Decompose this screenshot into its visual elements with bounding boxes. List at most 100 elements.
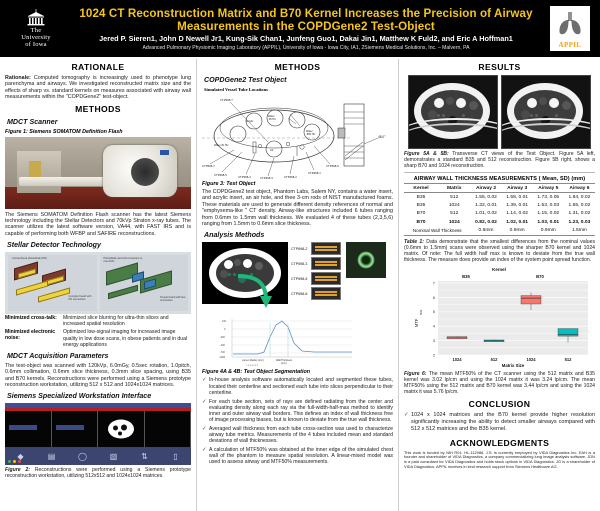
profile-xlabel: Lumen Radius (mm) xyxy=(242,359,264,362)
xtick-2: 512 xyxy=(491,357,499,362)
section-heading-methods-left: METHODS xyxy=(75,103,121,114)
tube-row: CTP698-2 xyxy=(291,242,343,256)
svg-text:-35 HU: -35 HU xyxy=(268,118,276,121)
tube-row: CTP698-6 xyxy=(291,287,343,301)
tube-label: CTP698-2 xyxy=(291,246,308,251)
analysis-bullet-4: A calculation of MTF50% was obtained at … xyxy=(209,446,393,466)
cell-nominal-airway-3: 0.9mm xyxy=(509,227,525,233)
cell-nominal-airway-5: 0.9mm xyxy=(540,227,556,233)
airway-wall-thickness-table: Kernel Matrix Airway 2 Airway 3 Airway 5… xyxy=(404,183,595,236)
column-right: RESULTS xyxy=(399,59,600,511)
workstation-icon-layers: ▤ xyxy=(47,451,56,461)
th-airway-3: Airway 3 xyxy=(507,185,528,191)
conclusion-list: ✓1024 x 1024 matrices and the B70 kernel… xyxy=(404,412,595,432)
cell-airway-5: 1.53, 0.03 xyxy=(537,203,560,209)
figure-4b-density-profile: 100 0 -200 -400 -700 -1000 Lumen Radius … xyxy=(202,315,393,368)
list-item: ✓For each tube section, sets of rays are… xyxy=(202,399,393,424)
stellar-bullet-crosstalk: Minimized cross-talk: Minimized slice bl… xyxy=(5,315,191,327)
box-b70-1024 xyxy=(520,292,542,311)
segmentation-zoom-inset xyxy=(346,242,386,279)
cell-kernel: B35 xyxy=(416,195,426,201)
th-matrix: Matrix xyxy=(447,185,462,191)
svg-text:Air: Air xyxy=(270,148,273,152)
divider xyxy=(404,172,595,174)
cell-matrix: 512 xyxy=(450,211,459,217)
analysis-bullet-1: In-house analysis software automatically… xyxy=(209,377,393,396)
analysis-bullet-list: ✓In-house analysis software automaticall… xyxy=(202,377,393,465)
svg-text:CTP698-5: CTP698-5 xyxy=(214,173,227,177)
svg-text:CTP698-4: CTP698-4 xyxy=(238,175,251,179)
cell-airway-2: 1.32, 0.01 xyxy=(475,203,497,209)
ytick-3: 3 xyxy=(433,338,436,343)
svg-text:Acrylic: Acrylic xyxy=(246,120,254,123)
tube-label: CTP698-6 xyxy=(291,291,308,296)
acknowledgments-text: This work is funded by NIH R01: HL-11298… xyxy=(404,449,595,469)
page-title: 1024 CT Reconstruction Matrix and B70 Ke… xyxy=(79,7,533,34)
cell-airway-3: 1.14, 0.02 xyxy=(506,211,529,217)
workstation-icon-arrows: ⇅ xyxy=(141,451,148,461)
svg-text:Water 20 HU: Water 20 HU xyxy=(214,144,229,147)
figure-2-lead: Figure 2: xyxy=(5,467,30,474)
table-row: B70 512 1.01, 0.02 1.14, 0.02 1.15, 0.02… xyxy=(404,210,595,218)
workstation-icon-circle: ◯ xyxy=(78,451,87,461)
figure-3-body: The COPDGene2 test object, Phantom Labs,… xyxy=(202,189,393,228)
workstation-icon-page: ▧ xyxy=(109,451,118,461)
stellar-note-simple-board: Simple board with few connectors xyxy=(160,296,186,303)
svg-text:-1000: -1000 xyxy=(219,356,226,359)
figure-6-lead: Figure 6: xyxy=(404,370,427,377)
subheading-workstation-interface: Siemens Specialized Workstation Interfac… xyxy=(7,392,152,401)
appil-logo-text: APPIL xyxy=(558,41,582,49)
th-kernel: Kernel xyxy=(413,185,429,191)
list-item: ✓1024 x 1024 matrices and the B70 kernel… xyxy=(404,412,595,432)
ytick-2: 2 xyxy=(433,352,436,357)
ytick-5: 5 xyxy=(433,309,436,314)
section-heading-conclusion: CONCLUSION xyxy=(468,399,531,410)
subheading-acquisition-parameters: MDCT Acquisition Parameters xyxy=(7,351,109,360)
cell-airway-3: 1.39, 0.01 xyxy=(506,203,529,209)
ytick-6: 6 xyxy=(433,295,436,300)
cell-airway-5: 1.03, 0.01 xyxy=(537,219,560,225)
column-middle: METHODS COPDGene2 Test Object Simulated … xyxy=(196,59,399,511)
list-item: ✓Averaged wall thickness from each tube … xyxy=(202,426,393,445)
segmentation-arrow-icon xyxy=(237,274,272,309)
svg-text:100: 100 xyxy=(222,320,227,323)
figure-2-workstation-screenshot: ◆ ▤ ◯ ▧ ⇅ ▯ xyxy=(5,403,191,466)
figure-1-label: Figure 1: Siemens SOMATOM Definition Fla… xyxy=(5,128,123,135)
column-left: RATIONALE Rationale: Computed tomography… xyxy=(0,59,196,511)
figure-4a-segmentation: CTP698-2 CTP698-3 CTP698-5 CTP698-6 xyxy=(202,242,393,315)
xtick-1: 1024 xyxy=(452,357,462,362)
svg-text:0: 0 xyxy=(224,328,226,331)
rationale-body: Computed tomography is increasingly used… xyxy=(5,75,191,101)
ytick-4: 4 xyxy=(433,324,436,329)
chart-group-b35: B35 xyxy=(462,274,470,279)
check-icon: ✓ xyxy=(202,425,207,432)
table-row-nominal: Nominal Wall Thickness 0.6mm 0.9mm 0.9mm… xyxy=(404,226,595,236)
cell-airway-6: 1.65, 0.02 xyxy=(568,203,591,209)
list-item: ✓In-house analysis software automaticall… xyxy=(202,377,393,396)
check-icon: ✓ xyxy=(202,446,207,453)
figure-6-caption: Figure 6: The mean MTF50% of the CT scan… xyxy=(404,371,595,395)
table-row: B35 512 1.55, 0.02 1.58, 0.01 1.73, 0.05… xyxy=(404,193,595,202)
cell-matrix: 512 xyxy=(450,195,459,201)
cell-kernel: B70 xyxy=(416,219,426,225)
author-list: Jered P. Sieren1, John D Newell Jr1, Kun… xyxy=(99,34,513,44)
chart-ylabel-sub: 50% xyxy=(419,309,423,315)
box-b35-1024 xyxy=(446,336,468,339)
figure-5a-ct-b35-512 xyxy=(408,75,498,149)
figure-6-boxplot: Kernel B35 B70 xyxy=(404,265,595,369)
cell-nominal-airway-6: 1.5mm xyxy=(571,227,587,233)
th-airway-6: Airway 6 xyxy=(569,185,590,191)
box-b70-512 xyxy=(557,328,579,343)
segmentation-tube-strip: CTP698-2 CTP698-3 CTP698-5 CTP698-6 xyxy=(291,242,343,302)
figure-5-lead: Figure 5A & 5B: xyxy=(404,151,449,157)
check-icon: ✓ xyxy=(202,398,207,405)
th-airway-2: Airway 2 xyxy=(475,185,497,191)
stellar-bullet-noise: Minimized electronic noise: Optimized lo… xyxy=(5,329,191,347)
xtick-4: 512 xyxy=(565,357,573,362)
subheading-analysis-methods: Analysis Methods xyxy=(204,231,265,240)
svg-text:1 2 3 4 5: 1 2 3 4 5 6 7 xyxy=(246,365,259,367)
list-item: ✓A calculation of MTF50% was obtained at… xyxy=(202,447,393,466)
cell-nominal-label: Nominal Wall Thickness xyxy=(412,227,462,233)
workstation-icon-diamond: ◆ xyxy=(17,451,24,461)
